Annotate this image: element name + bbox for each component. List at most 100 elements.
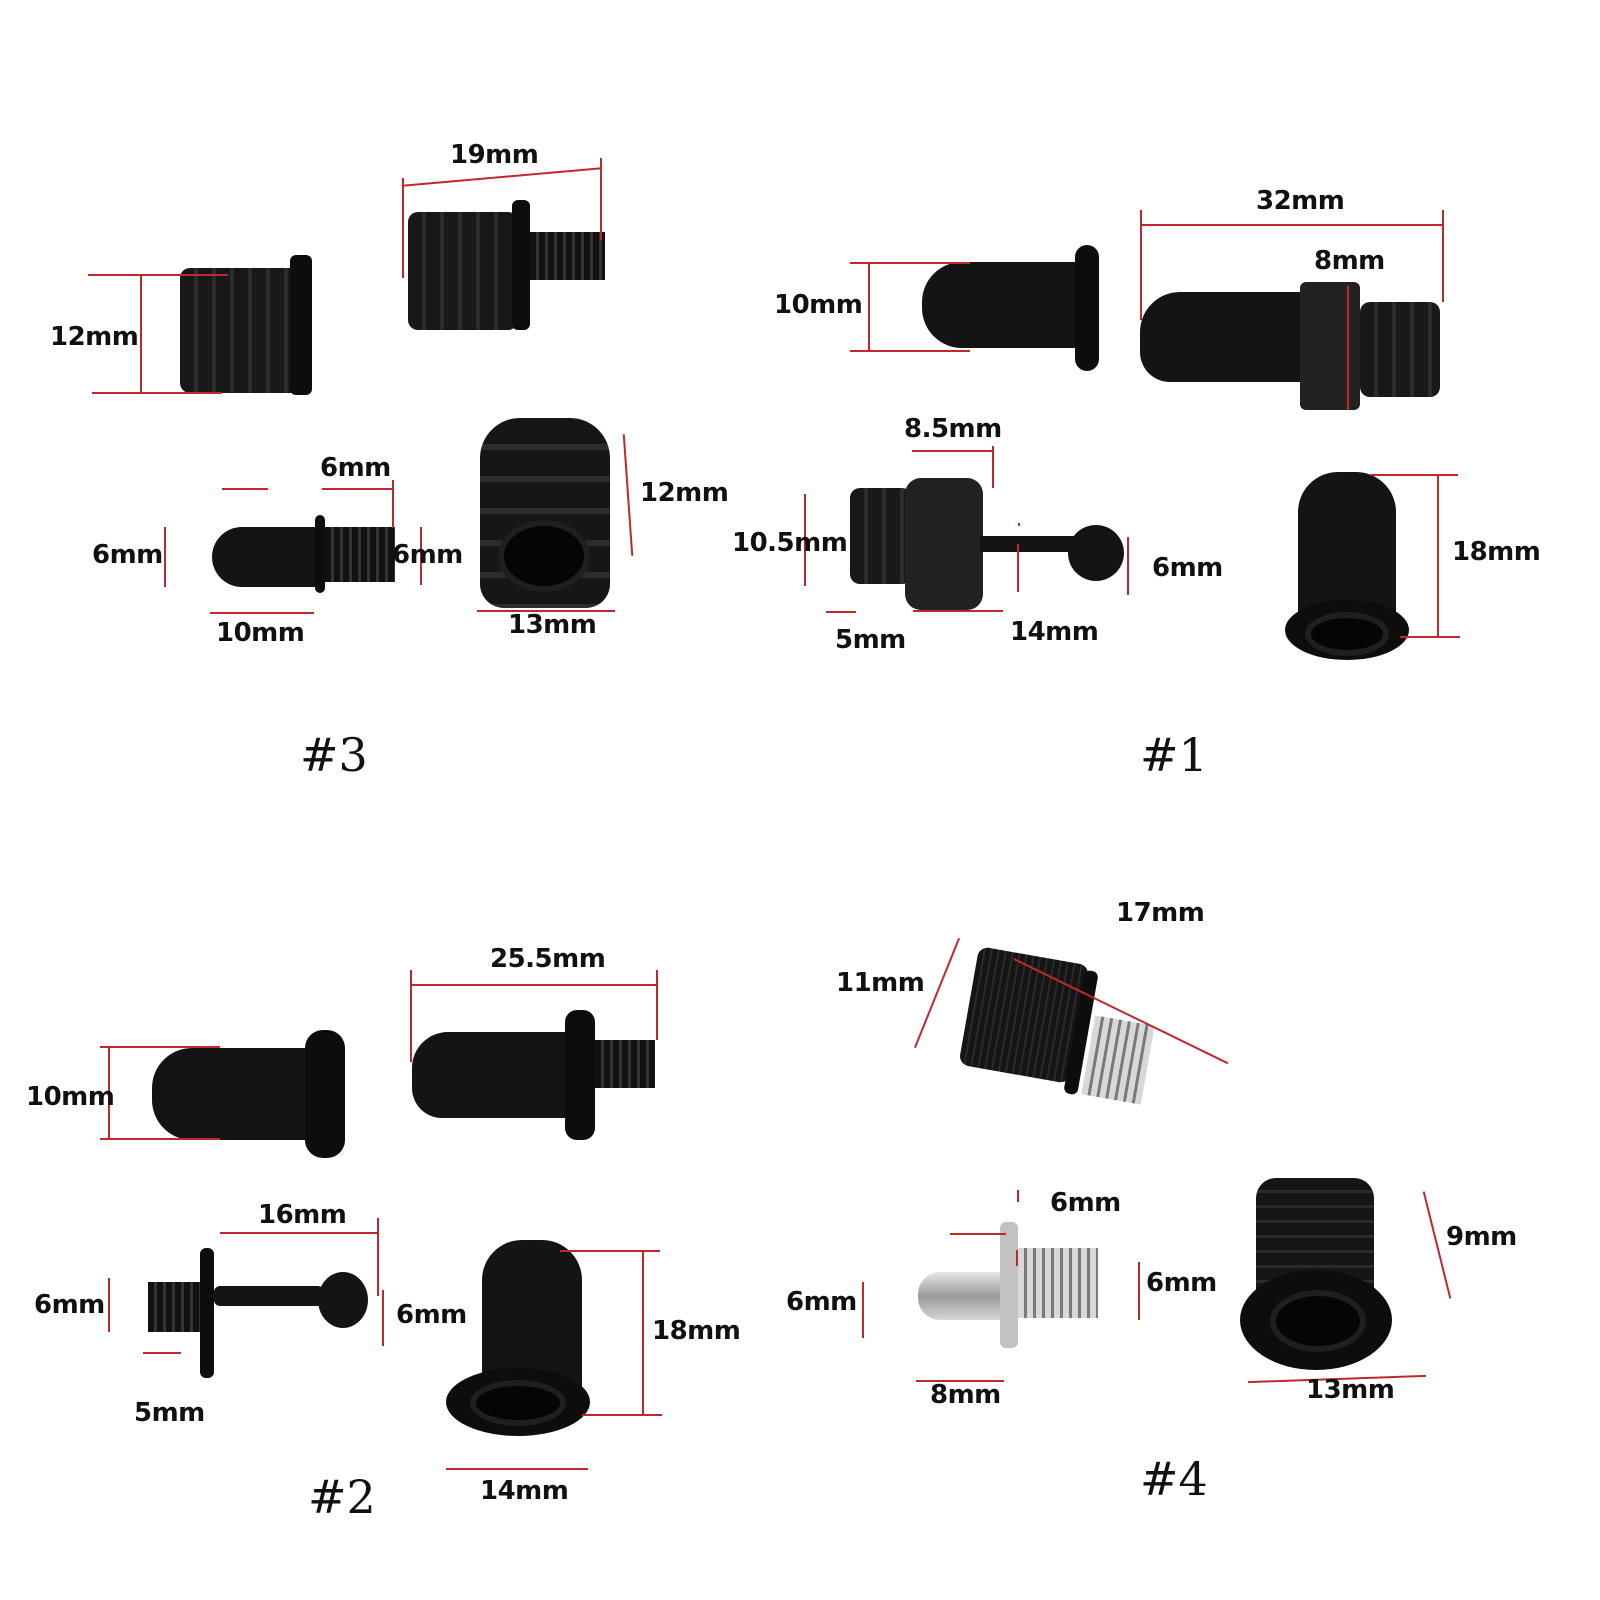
dim-line <box>322 488 392 490</box>
dim-label: 6mm <box>34 1290 105 1320</box>
dim-line <box>100 1138 220 1140</box>
dim-line <box>826 611 856 613</box>
dim-line <box>913 610 1003 612</box>
dim-label: 14mm <box>1010 617 1099 647</box>
flanged-bush <box>152 1048 312 1140</box>
silver-pin-thread <box>1018 1248 1098 1318</box>
dim-line <box>1442 210 1444 302</box>
dim-label: 10.5mm <box>732 528 848 558</box>
pin-collar <box>565 1010 595 1140</box>
flanged-bush <box>922 262 1080 348</box>
dim-label: 6mm <box>786 1287 857 1317</box>
dim-line <box>804 494 806 586</box>
dim-line <box>1018 523 1020 526</box>
dim-line <box>392 480 394 528</box>
silver-pin-body <box>918 1272 1008 1320</box>
dim-label: 9mm <box>1446 1222 1517 1252</box>
dim-line <box>1017 1190 1019 1202</box>
dim-label: 14mm <box>480 1476 569 1506</box>
dim-label: 19mm <box>450 140 539 170</box>
dim-line <box>140 276 142 394</box>
dim-line <box>100 1046 220 1048</box>
dim-label: 12mm <box>640 478 729 508</box>
dim-line <box>1347 286 1349 410</box>
dim-line <box>992 446 994 488</box>
bush-flange <box>1075 245 1099 371</box>
dim-line <box>850 350 970 352</box>
dim-label: 8.5mm <box>904 414 1002 444</box>
dim-line <box>950 1233 1006 1235</box>
dim-line <box>92 392 222 394</box>
dim-line <box>220 1232 378 1234</box>
dim-label: 10mm <box>26 1082 115 1112</box>
long-pin-body <box>412 1032 570 1118</box>
dim-line <box>88 274 228 276</box>
dim-line <box>1140 210 1142 320</box>
dim-label: 16mm <box>258 1200 347 1230</box>
dim-line <box>912 450 994 452</box>
cap-opening <box>1305 612 1389 656</box>
dim-label: 8mm <box>1314 246 1385 276</box>
dim-label: 6mm <box>392 540 463 570</box>
dim-line <box>377 1218 379 1296</box>
dim-label: 6mm <box>396 1300 467 1330</box>
group-label: #2 <box>308 1470 376 1524</box>
dim-line <box>1138 1262 1140 1320</box>
dim-line <box>560 1250 660 1252</box>
dim-line <box>164 527 166 587</box>
dim-line <box>222 488 268 490</box>
ball-stud-washer <box>200 1248 214 1378</box>
dim-label: 10mm <box>774 290 863 320</box>
screw-thread <box>1081 1015 1155 1105</box>
dim-label: 18mm <box>1452 537 1541 567</box>
dim-label: 5mm <box>134 1398 205 1428</box>
threaded-plug <box>408 212 518 330</box>
dim-label: 13mm <box>508 610 597 640</box>
dim-line <box>143 1352 181 1354</box>
pin-body <box>212 527 322 587</box>
dim-line <box>1016 1250 1018 1266</box>
dim-label: 6mm <box>92 540 163 570</box>
group-2-panel: 10mm 25.5mm 16mm 6mm 6mm 5mm 18mm 14mm #… <box>0 0 780 1600</box>
dim-line <box>600 158 602 240</box>
plug-rim <box>512 200 530 330</box>
ball-stud-ball <box>318 1272 368 1328</box>
ball-stud-thread <box>148 1282 206 1332</box>
ball-stud-head <box>905 478 983 610</box>
dim-label: 6mm <box>320 453 391 483</box>
dim-line <box>410 984 658 986</box>
dim-line <box>868 262 870 350</box>
dim-label: 6mm <box>1146 1268 1217 1298</box>
dim-label: 8mm <box>930 1380 1001 1410</box>
dim-line <box>1437 474 1439 636</box>
plug-rim <box>290 255 312 395</box>
dim-line <box>582 1414 662 1416</box>
dim-label: 6mm <box>1050 1188 1121 1218</box>
pin-collar <box>315 515 325 593</box>
dim-line <box>1127 537 1129 595</box>
dim-label: 11mm <box>836 968 925 998</box>
dim-line <box>410 970 412 1062</box>
dim-label: 18mm <box>652 1316 741 1346</box>
pin-thread <box>325 527 395 582</box>
group-3-panel: 12mm 19mm 6mm 6mm 6mm 10mm 12mm 13mm #3 <box>0 0 780 800</box>
dim-line <box>382 1290 384 1346</box>
pin-thread <box>1360 302 1440 397</box>
dim-line <box>656 970 658 1040</box>
dim-label: 12mm <box>50 322 139 352</box>
dim-line <box>402 178 404 278</box>
dim-label: 32mm <box>1256 186 1345 216</box>
dim-label: 17mm <box>1116 898 1205 928</box>
dim-line <box>210 612 314 614</box>
grooved-plug-small <box>180 268 300 393</box>
ball-stud-shaft <box>214 1286 324 1306</box>
dim-line <box>916 1380 1004 1382</box>
dim-line <box>642 1250 644 1414</box>
dim-line <box>420 527 422 585</box>
dim-line <box>1370 474 1458 476</box>
dim-label: 13mm <box>1306 1375 1395 1405</box>
dim-label: 25.5mm <box>490 944 606 974</box>
silver-pin-collar <box>1000 1222 1018 1348</box>
long-pin-body <box>1140 292 1310 382</box>
group-label: #3 <box>300 728 368 782</box>
